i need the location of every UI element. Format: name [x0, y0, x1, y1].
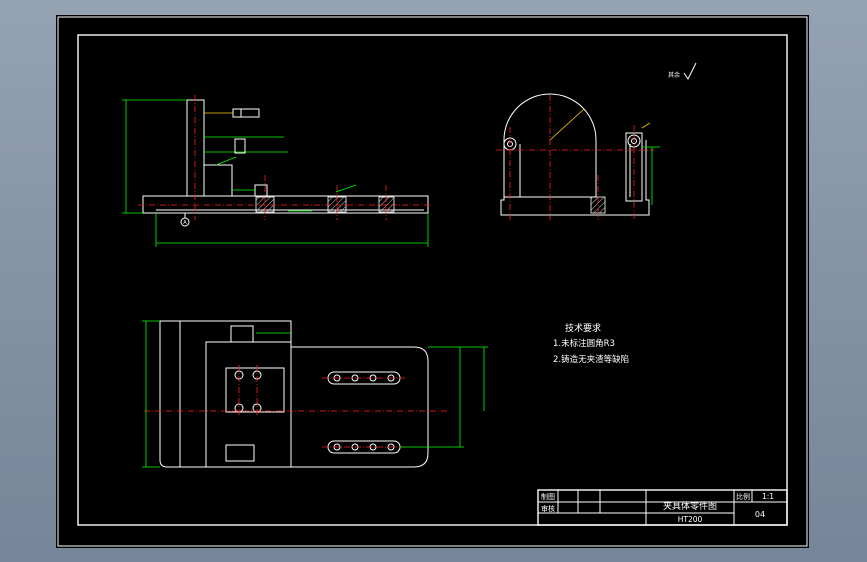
front-view: A	[122, 95, 432, 247]
tb-sheet-no: 04	[755, 510, 765, 519]
sheet-border-outer	[57, 16, 808, 547]
side-body	[500, 140, 650, 216]
tb-material: HT200	[678, 515, 703, 524]
tb-drawing-title: 夹具体零件图	[663, 500, 717, 512]
cad-viewport[interactable]: A 其余	[56, 15, 809, 548]
top-outline	[159, 320, 429, 468]
feature-control-frame	[232, 108, 260, 118]
dim-leader-3	[215, 156, 237, 166]
title-block: 制图 审核 夹具体零件图 HT200 比例 1:1 04	[537, 489, 788, 526]
title-block-frame	[537, 489, 788, 526]
roughness-symbol: 其余	[668, 62, 697, 80]
side-radius-leader	[549, 108, 585, 141]
datum-label: A	[183, 220, 187, 226]
tb-scale-label: 比例	[736, 492, 750, 501]
notes-heading: 技术要求	[565, 322, 601, 334]
tb-label-draw: 制图	[541, 492, 555, 501]
top-tab	[230, 325, 254, 343]
roughness-check	[683, 62, 697, 80]
tb-label-review: 审核	[541, 504, 555, 513]
front-base	[142, 195, 429, 214]
front-upright	[186, 99, 205, 197]
front-boss	[254, 184, 268, 197]
roughness-mark-text: 其余	[668, 71, 680, 79]
front-small-block	[234, 138, 246, 154]
top-inner-frame	[205, 341, 292, 468]
side-view	[496, 93, 660, 220]
top-view	[142, 320, 488, 468]
tb-scale-value: 1:1	[762, 492, 774, 501]
notes-line-1: 1.未标注圆角R3	[553, 338, 615, 349]
notes-line-2: 2.铸造无夹渣等缺陷	[553, 354, 629, 365]
side-leader	[641, 122, 651, 129]
dim-leader-6	[335, 184, 357, 193]
front-section-3	[378, 196, 395, 213]
sheet-border-inner	[77, 34, 788, 526]
front-step	[204, 164, 233, 196]
side-arch	[503, 93, 597, 198]
technical-notes: 技术要求 1.未标注圆角R3 2.铸造无夹渣等缺陷	[553, 322, 629, 365]
top-bottom-slot	[225, 444, 255, 462]
cad-drawing-canvas[interactable]: A 其余	[56, 15, 809, 548]
